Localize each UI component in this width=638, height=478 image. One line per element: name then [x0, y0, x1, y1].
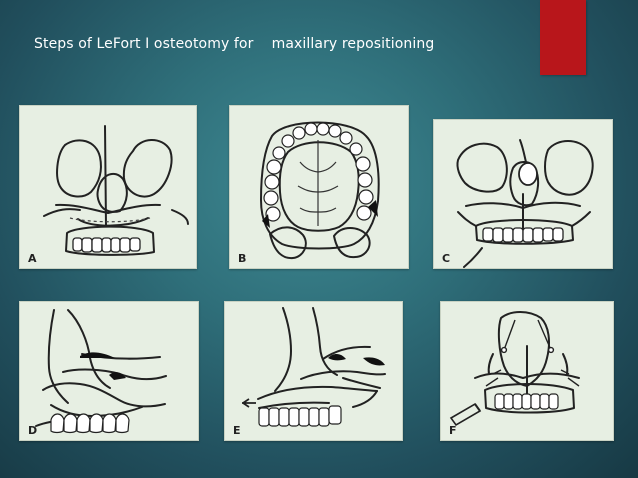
- panel-b: B: [229, 105, 409, 269]
- panel-label-f: F: [449, 424, 457, 437]
- panel-label-d: D: [28, 424, 38, 437]
- panel-a: A: [19, 105, 197, 269]
- red-accent-bar: [540, 0, 586, 75]
- panel-d: D: [19, 301, 199, 441]
- palate-occlusal-illustration: [260, 121, 380, 260]
- panel-label-e: E: [233, 424, 241, 437]
- mobilized-maxilla-illustration: [242, 307, 386, 427]
- skull-frontal-illustration: [43, 125, 189, 256]
- panel-label-c: C: [442, 252, 451, 265]
- lateral-skull-illustration: [35, 309, 167, 434]
- panel-label-a: A: [28, 252, 37, 265]
- panel-e: E: [224, 301, 403, 441]
- slide-title: Steps of LeFort I osteotomy for maxillar…: [34, 36, 435, 52]
- plate-fixation-illustration: [449, 311, 580, 427]
- panel-c: C: [433, 119, 613, 269]
- panel-label-b: B: [238, 252, 247, 265]
- cuts-frontal-illustration: [456, 139, 594, 268]
- panel-f: F: [440, 301, 614, 441]
